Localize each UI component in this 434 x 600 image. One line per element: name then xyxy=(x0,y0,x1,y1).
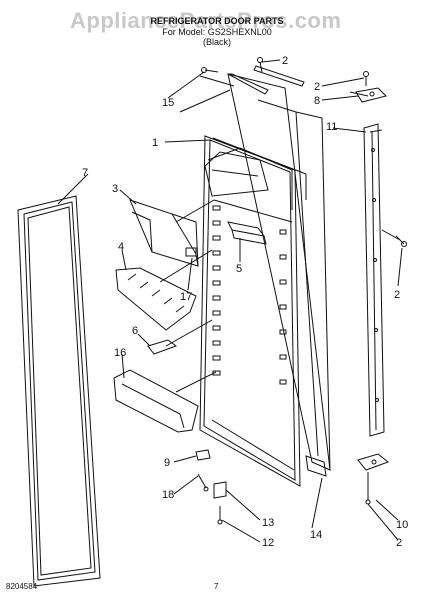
shelf-clip xyxy=(147,339,178,355)
callout-15: 15 xyxy=(162,97,174,109)
small-bin xyxy=(227,221,267,245)
callout-6: 6 xyxy=(132,325,138,337)
callout-4: 4 xyxy=(118,241,124,253)
callout-18: 18 xyxy=(162,489,174,501)
liner-shelf-rails xyxy=(212,205,287,385)
callout-2-side: 2 xyxy=(394,289,400,301)
door-gasket xyxy=(17,195,101,587)
callout-labels: 2 15 2 8 1 11 7 3 5 2 4 17 6 16 9 18 14 … xyxy=(82,55,408,549)
callout-14: 14 xyxy=(310,529,322,541)
door-handle-trim xyxy=(363,123,385,437)
door-bottom-strip xyxy=(305,455,327,477)
stop-screw xyxy=(197,473,209,492)
egg-tray xyxy=(115,267,197,331)
bottom-hinge xyxy=(357,453,390,505)
callout-1: 1 xyxy=(152,137,158,149)
color-line: (Black) xyxy=(202,37,231,47)
callout-17: 17 xyxy=(180,291,192,303)
callout-12: 12 xyxy=(262,537,274,549)
callout-7: 7 xyxy=(82,167,88,179)
door-outer-skin xyxy=(227,65,331,471)
doc-number: 8204584 xyxy=(6,582,38,591)
top-screw xyxy=(257,57,263,73)
callout-2-top: 2 xyxy=(282,55,288,67)
diagram-title: REFRIGERATOR DOOR PARTS xyxy=(150,16,284,26)
door-panel xyxy=(199,135,307,487)
callout-5: 5 xyxy=(236,263,242,275)
side-screw xyxy=(395,235,407,247)
top-right-screw xyxy=(363,71,369,86)
callout-10: 10 xyxy=(396,519,408,531)
callout-leaders xyxy=(57,59,403,543)
callout-11: 11 xyxy=(326,121,337,133)
page-number: 7 xyxy=(214,582,219,591)
callout-2-bottom: 2 xyxy=(396,537,402,549)
cam-screw xyxy=(217,506,223,525)
upper-compartment xyxy=(204,151,269,197)
top-screw-left xyxy=(201,67,219,73)
model-line: For Model: GS2SHEXNL00 xyxy=(162,27,272,37)
door-stop xyxy=(195,449,211,461)
watermark: AppliancePartsPros.com xyxy=(70,8,342,33)
top-hinge xyxy=(355,87,387,103)
callout-13: 13 xyxy=(262,517,274,529)
door-bin xyxy=(113,369,199,433)
callout-3: 3 xyxy=(112,183,118,195)
door-cam xyxy=(213,481,227,499)
guide-lines xyxy=(159,75,401,393)
callout-2-hinge: 2 xyxy=(314,81,320,93)
dairy-bin xyxy=(129,199,199,267)
callout-9: 9 xyxy=(164,457,170,469)
callout-8: 8 xyxy=(314,95,320,107)
callout-16: 16 xyxy=(114,347,126,359)
